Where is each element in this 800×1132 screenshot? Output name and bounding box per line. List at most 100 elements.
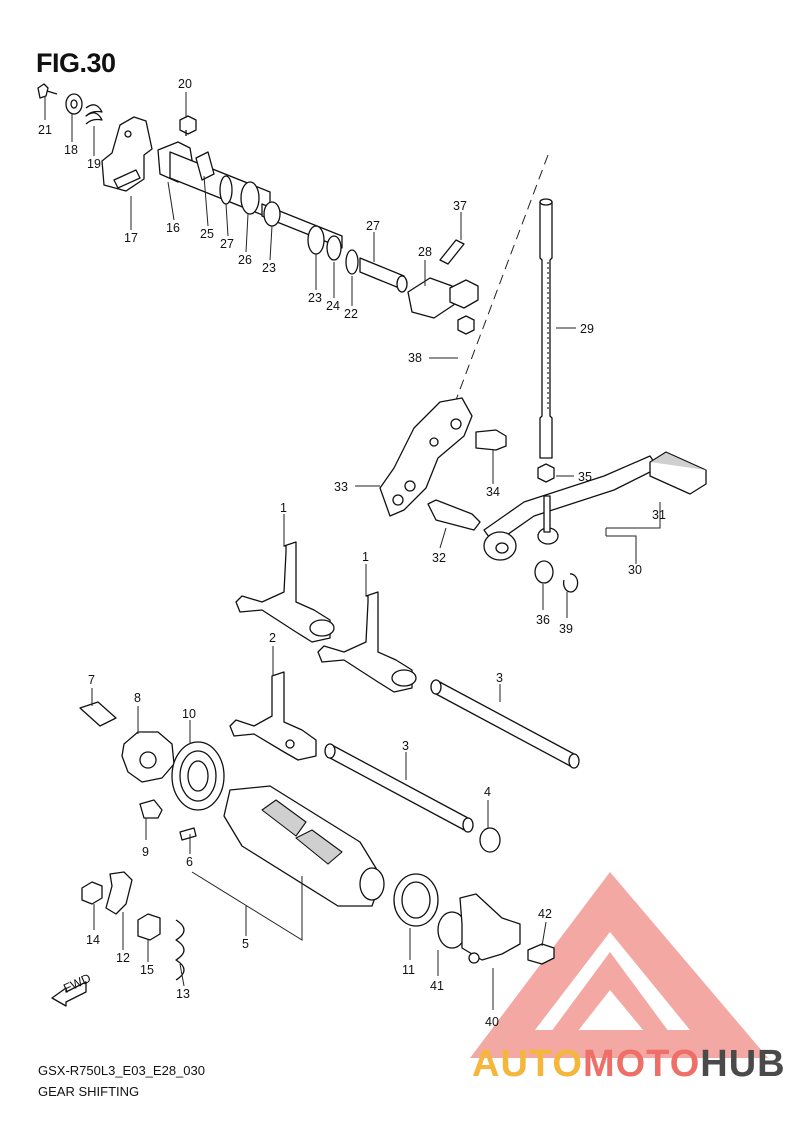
callout-14: 14 xyxy=(86,933,100,947)
brand-part-hub: HUB xyxy=(700,1043,786,1085)
part-7-pin xyxy=(79,701,117,727)
model-code: GSX-R750L3_E03_E28_030 xyxy=(38,1063,205,1078)
part-20-bolt xyxy=(179,115,197,135)
callout-13: 13 xyxy=(176,987,190,1001)
callout-1a: 1 xyxy=(280,501,287,515)
section-name: GEAR SHIFTING xyxy=(38,1084,140,1099)
callout-labels: 21 18 19 17 16 20 25 27 26 23 23 24 22 2… xyxy=(38,77,666,1029)
callout-39: 39 xyxy=(559,622,573,636)
callout-36: 36 xyxy=(536,613,550,627)
part-24-seal xyxy=(326,235,342,261)
callout-10: 10 xyxy=(182,707,196,721)
part-30-lever xyxy=(483,455,659,545)
part-9-screw xyxy=(139,799,163,819)
callout-4: 4 xyxy=(484,785,491,799)
callout-7: 7 xyxy=(88,673,95,687)
part-19-spring xyxy=(85,104,103,125)
part-27-clip xyxy=(219,175,233,205)
alignment-line xyxy=(455,154,549,401)
part-22-washer xyxy=(345,249,359,275)
part-21-bolt xyxy=(37,83,58,99)
part-38-nut xyxy=(457,315,475,335)
callout-16: 16 xyxy=(166,221,180,235)
callout-41: 41 xyxy=(430,979,444,993)
callout-8: 8 xyxy=(134,691,141,705)
part-23-bearing-b xyxy=(307,225,325,255)
callout-40: 40 xyxy=(485,1015,499,1029)
part-32-pivot-bolt xyxy=(427,499,481,531)
part-1-shift-fork-b xyxy=(317,591,417,693)
callout-38: 38 xyxy=(408,351,422,365)
callout-15: 15 xyxy=(140,963,154,977)
brand-part-auto: AUTO xyxy=(472,1043,583,1085)
part-28-rod-end xyxy=(449,279,479,309)
callout-19: 19 xyxy=(87,157,101,171)
callout-6: 6 xyxy=(186,855,193,869)
part-25-seal xyxy=(195,151,215,181)
figure-title: FIG.30 xyxy=(36,48,116,78)
callout-3a: 3 xyxy=(496,671,503,685)
part-5-cam-drum xyxy=(223,785,385,907)
part-8-stopper xyxy=(121,731,175,783)
part-17-plate xyxy=(101,116,153,192)
brand-part-moto: MOTO xyxy=(582,1043,701,1085)
callout-1b: 1 xyxy=(362,550,369,564)
part-11-bearing xyxy=(393,873,439,927)
leader-lines xyxy=(44,92,661,1010)
part-2-shift-fork xyxy=(229,671,317,761)
callout-33: 33 xyxy=(334,480,348,494)
callout-23a: 23 xyxy=(262,261,276,275)
part-35-nut xyxy=(537,463,555,483)
callout-26: 26 xyxy=(238,253,252,267)
callout-31: 31 xyxy=(652,508,666,522)
callout-18: 18 xyxy=(64,143,78,157)
part-33-bracket xyxy=(379,397,473,517)
callout-37: 37 xyxy=(453,199,467,213)
callout-29: 29 xyxy=(580,322,594,336)
callout-23b: 23 xyxy=(308,291,322,305)
callout-34: 34 xyxy=(486,485,500,499)
part-13-spring xyxy=(175,919,185,981)
callout-11: 11 xyxy=(402,963,415,977)
part-14-bolt xyxy=(81,881,103,905)
part-29-link-rod xyxy=(539,198,553,459)
part-26-washer xyxy=(240,181,260,215)
callout-42: 42 xyxy=(538,907,552,921)
callout-3b: 3 xyxy=(402,739,409,753)
part-3-shaft-b xyxy=(324,743,474,833)
callout-2: 2 xyxy=(269,631,276,645)
part-23-bearing xyxy=(263,201,281,227)
part-34-bolt xyxy=(475,429,507,451)
part-3-shaft-a xyxy=(430,679,580,769)
callout-5: 5 xyxy=(242,937,249,951)
callout-24: 24 xyxy=(326,299,340,313)
callout-22: 22 xyxy=(344,307,358,321)
part-12-lever xyxy=(105,871,133,915)
part-39-circlip xyxy=(562,573,579,593)
gear-shift-lever xyxy=(483,451,707,561)
part-4-plug xyxy=(479,827,501,853)
callout-21: 21 xyxy=(38,123,52,137)
callout-27b: 27 xyxy=(366,219,380,233)
shift-shaft-assembly xyxy=(37,83,479,335)
part-6-pin xyxy=(179,827,197,841)
callout-25: 25 xyxy=(200,227,214,241)
fwd-arrow-icon: FWD xyxy=(51,971,93,1007)
callout-28: 28 xyxy=(418,245,432,259)
callout-35: 35 xyxy=(578,470,592,484)
callout-12: 12 xyxy=(116,951,130,965)
part-40-shift-cam-plate xyxy=(459,893,521,964)
callout-9: 9 xyxy=(142,845,149,859)
watermark-logo-icon xyxy=(470,872,768,1058)
callout-30: 30 xyxy=(628,563,642,577)
part-36-washer xyxy=(534,560,554,584)
callout-32: 32 xyxy=(432,551,446,565)
callout-20: 20 xyxy=(178,77,192,91)
part-15-collar xyxy=(137,913,161,941)
watermark-brand: AUTOMOTOHUB xyxy=(472,1043,786,1086)
part-10-bearing xyxy=(171,741,225,811)
part-37-bolt xyxy=(439,239,465,265)
callout-17: 17 xyxy=(124,231,138,245)
part-1-shift-fork-a xyxy=(235,541,335,643)
